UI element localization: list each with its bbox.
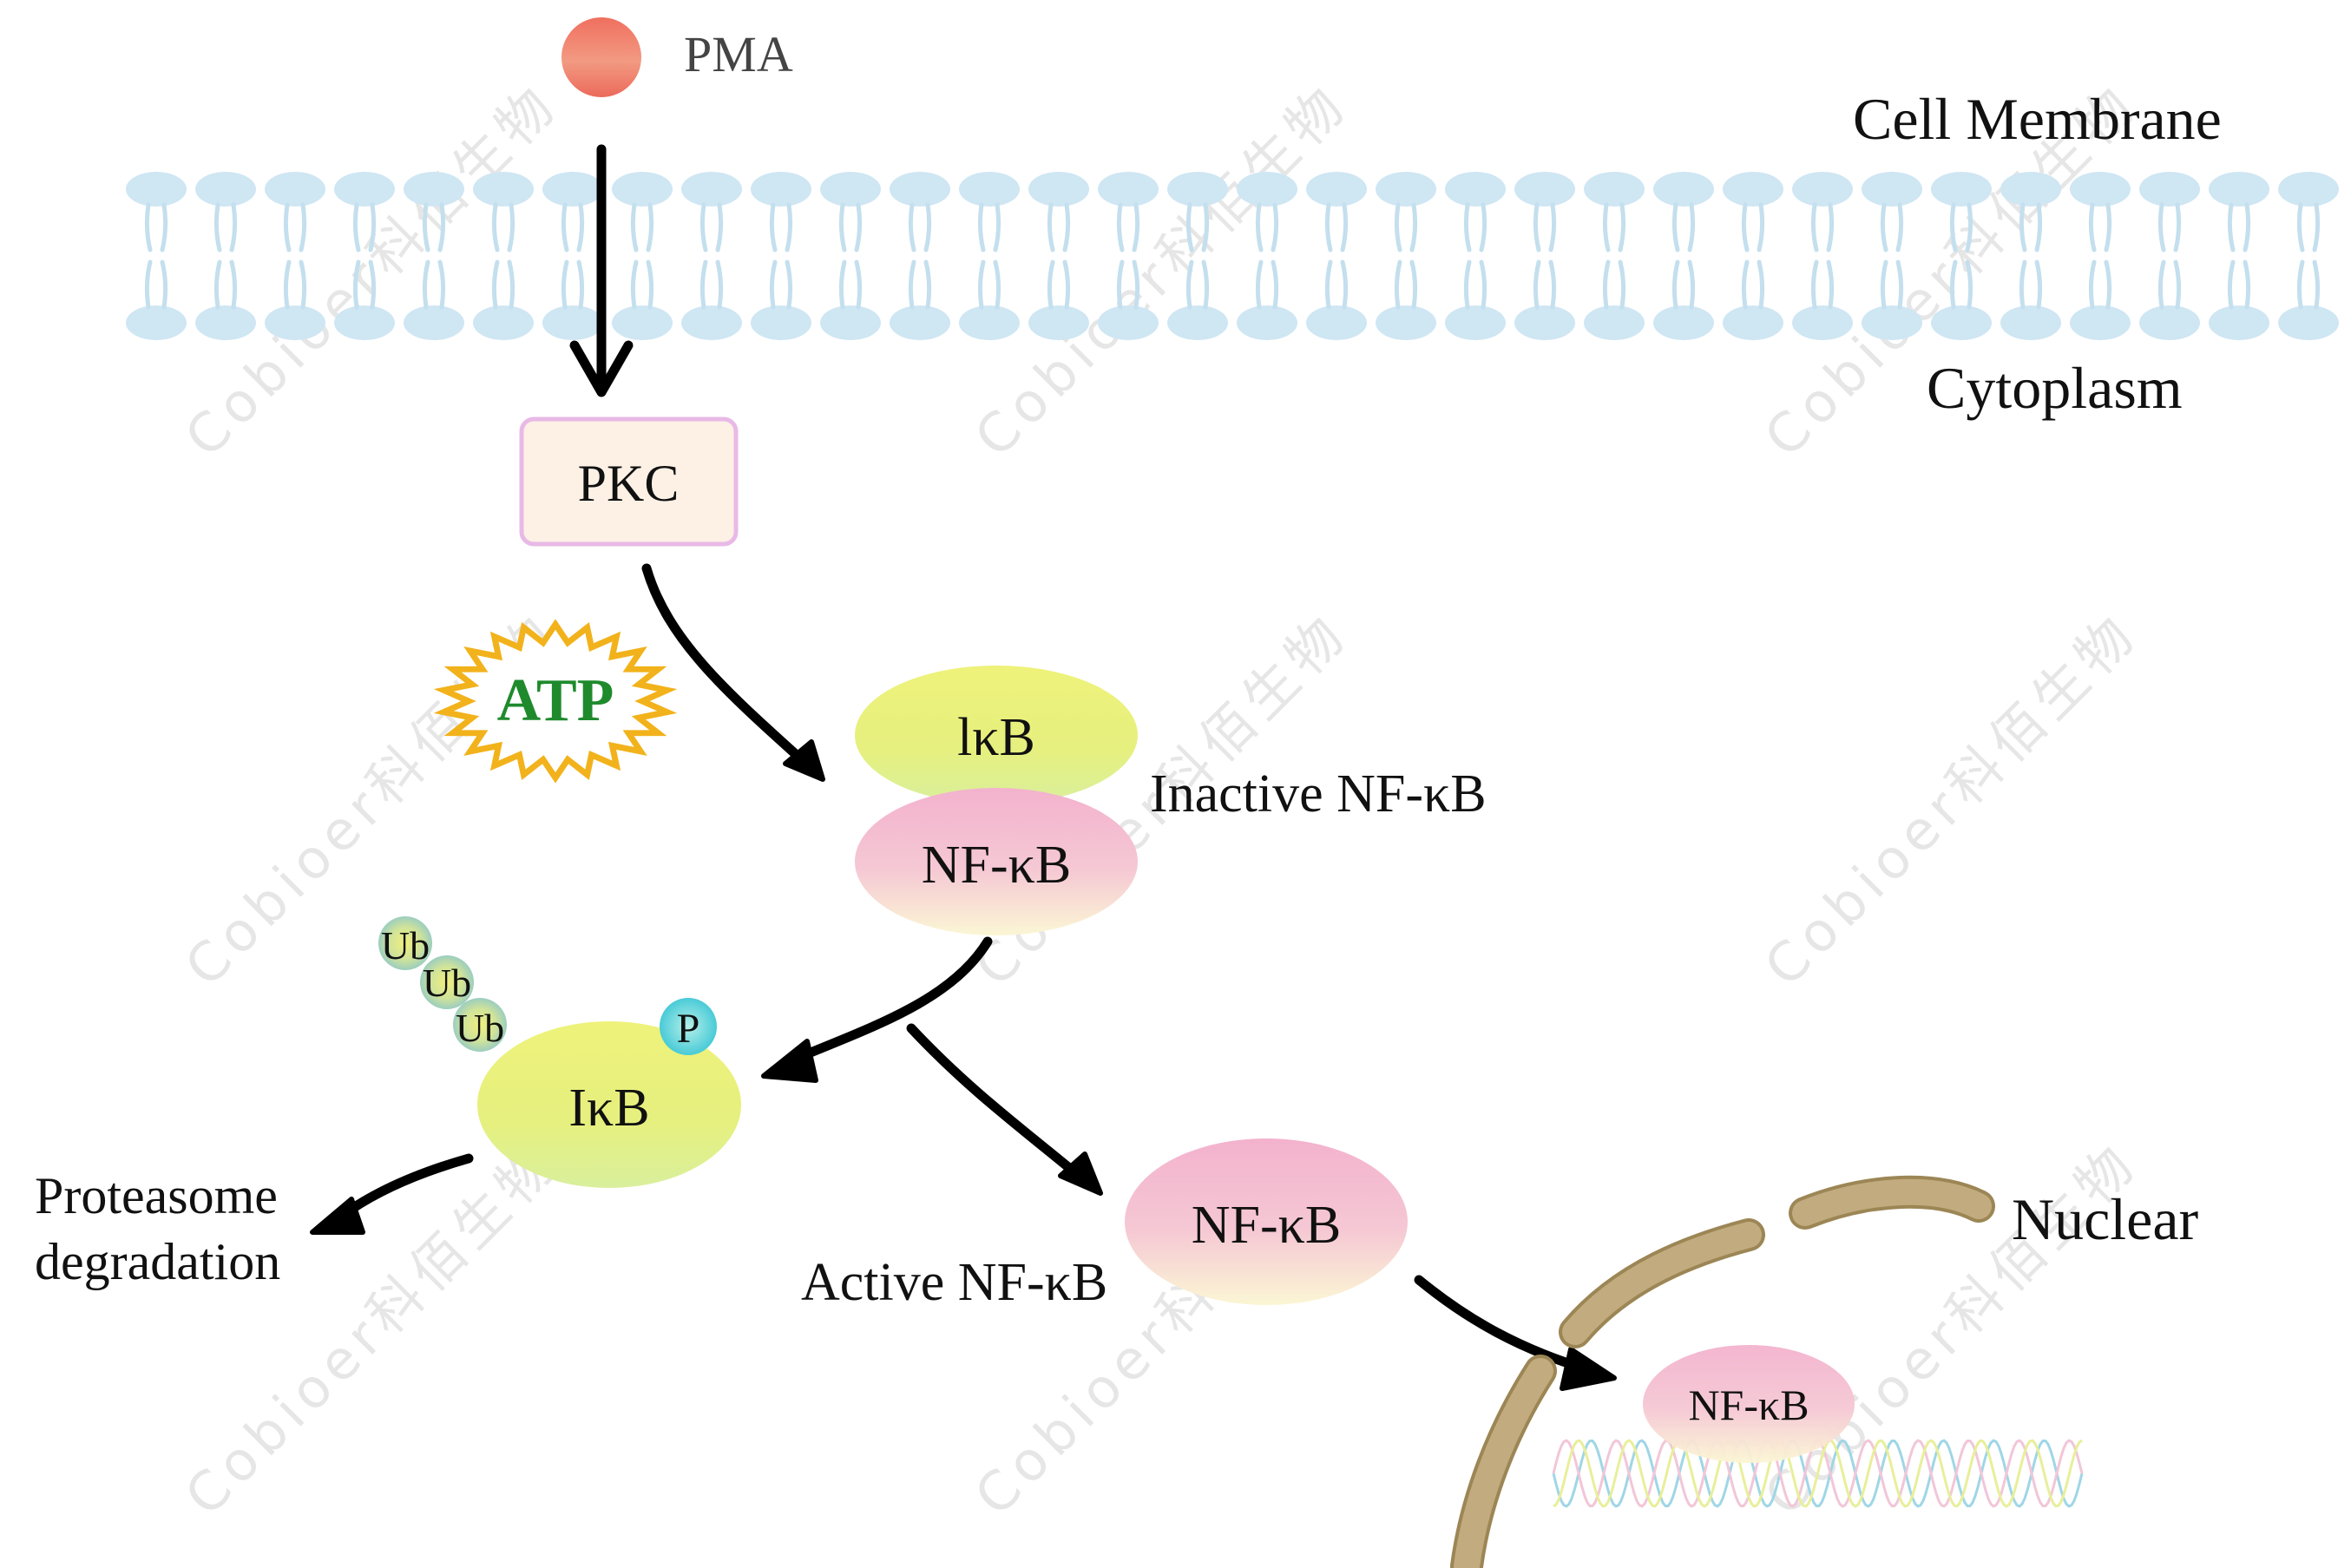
lipid-head-lower xyxy=(2139,262,2200,340)
pkc-box xyxy=(519,417,739,547)
dna-strand xyxy=(1552,1439,2084,1508)
lipid-head-lower xyxy=(126,262,187,340)
lipid-head-lower xyxy=(1306,262,1367,340)
arrow-to-proteasome xyxy=(310,1153,474,1235)
lipid-head-lower xyxy=(542,262,603,340)
lipid-head-lower xyxy=(473,262,534,340)
lipid-head-lower xyxy=(1514,262,1575,340)
lipid-head-lower xyxy=(1376,262,1436,340)
lipid-head-upper xyxy=(195,172,256,250)
ubiquitin-chain: Ub Ub Ub xyxy=(378,916,507,1052)
atp-label: ATP xyxy=(497,667,614,734)
phosphate-label: P xyxy=(677,1006,700,1052)
lipid-head-lower xyxy=(1445,262,1506,340)
nuclear-envelope xyxy=(1450,1175,1995,1568)
lipid-head-upper xyxy=(1514,172,1575,250)
nfkb-ellipse-nuclear xyxy=(1643,1345,1855,1463)
lipid-head-lower xyxy=(2209,262,2269,340)
arrow-complex-split xyxy=(761,936,1103,1196)
ubiquitin-icon xyxy=(453,998,507,1052)
ubiquitin-icon xyxy=(378,916,432,970)
lipid-head-lower xyxy=(751,262,811,340)
lipid-head-upper xyxy=(612,172,673,250)
ikb-ellipse-free xyxy=(477,1021,741,1188)
lipid-head-lower xyxy=(612,262,673,340)
watermark: Cobioer科佰生物 xyxy=(962,71,1360,469)
atp-starburst-icon xyxy=(433,619,678,784)
active-nfkb-label: Active NF-κB xyxy=(801,1253,1107,1312)
lipid-head-lower xyxy=(681,262,742,340)
lipid-head-upper xyxy=(1862,172,1922,250)
lipid-head-upper xyxy=(890,172,950,250)
lipid-head-upper xyxy=(2070,172,2131,250)
lipid-head-upper xyxy=(265,172,325,250)
lipid-head-upper xyxy=(2278,172,2339,250)
lipid-head-lower xyxy=(2278,262,2339,340)
pma-label: PMA xyxy=(684,26,793,82)
lipid-head-upper xyxy=(126,172,187,250)
lipid-head-upper xyxy=(1445,172,1506,250)
lipid-head-upper xyxy=(2139,172,2200,250)
ikb-ellipse-inactive xyxy=(855,666,1138,804)
lipid-head-upper xyxy=(751,172,811,250)
cell-membrane-label: Cell Membrane xyxy=(1853,86,2222,152)
nfkb-ellipse-active xyxy=(1125,1138,1408,1305)
ub-label-1: Ub xyxy=(381,923,430,968)
lipid-head-lower xyxy=(1028,262,1089,340)
ikb-label-free: IκB xyxy=(568,1079,649,1138)
inactive-nfkb-label: Inactive NF-κB xyxy=(1150,764,1487,823)
lipid-head-upper xyxy=(1653,172,1714,250)
lipid-head-upper xyxy=(959,172,1020,250)
lipid-head-lower xyxy=(1723,262,1783,340)
nfkb-ellipse-inactive xyxy=(855,788,1138,935)
lipid-head-lower xyxy=(1237,262,1297,340)
lipid-head-upper xyxy=(1376,172,1436,250)
lipid-head-lower xyxy=(890,262,950,340)
pma-molecule xyxy=(561,17,641,97)
arrow-pkc-to-complex xyxy=(641,563,825,782)
nfkb-label-inactive: NF-κB xyxy=(922,836,1072,895)
nfkb-label-nuclear: NF-κB xyxy=(1688,1381,1809,1429)
lipid-head-lower xyxy=(2070,262,2131,340)
lipid-head-upper xyxy=(542,172,603,250)
lipid-head-lower xyxy=(820,262,881,340)
lipid-head-upper xyxy=(1723,172,1783,250)
lipid-head-upper xyxy=(1306,172,1367,250)
lipid-head-upper xyxy=(473,172,534,250)
ub-label-3: Ub xyxy=(456,1006,504,1050)
lipid-head-lower xyxy=(195,262,256,340)
arrow-pma-to-pkc xyxy=(569,144,634,397)
nuclear-label: Nuclear xyxy=(2012,1186,2199,1252)
ubiquitin-icon xyxy=(420,955,474,1009)
lipid-head-upper xyxy=(1028,172,1089,250)
arrow-to-nucleus xyxy=(1414,1275,1617,1391)
ikb-label-inactive: lκB xyxy=(957,708,1035,767)
lipid-head-lower xyxy=(1792,262,1853,340)
lipid-head-upper xyxy=(1584,172,1645,250)
lipid-head-upper xyxy=(2209,172,2269,250)
cytoplasm-label: Cytoplasm xyxy=(1927,355,2183,421)
proteasome-label-line1: Proteasome xyxy=(35,1167,278,1224)
lipid-head-upper xyxy=(1792,172,1853,250)
lipid-head-upper xyxy=(681,172,742,250)
lipid-head-lower xyxy=(2000,262,2061,340)
lipid-head-lower xyxy=(1584,262,1645,340)
lipid-head-upper xyxy=(820,172,881,250)
proteasome-label-line2: degradation xyxy=(35,1233,280,1290)
dna-strand xyxy=(1553,1439,2083,1508)
phosphate-icon xyxy=(660,998,717,1055)
pkc-label: PKC xyxy=(578,455,680,512)
nfkb-label-active: NF-κB xyxy=(1192,1196,1342,1255)
watermark: Cobioer科佰生物 xyxy=(1752,600,2150,998)
lipid-head-lower xyxy=(959,262,1020,340)
ub-label-2: Ub xyxy=(423,961,471,1005)
lipid-head-lower xyxy=(1653,262,1714,340)
